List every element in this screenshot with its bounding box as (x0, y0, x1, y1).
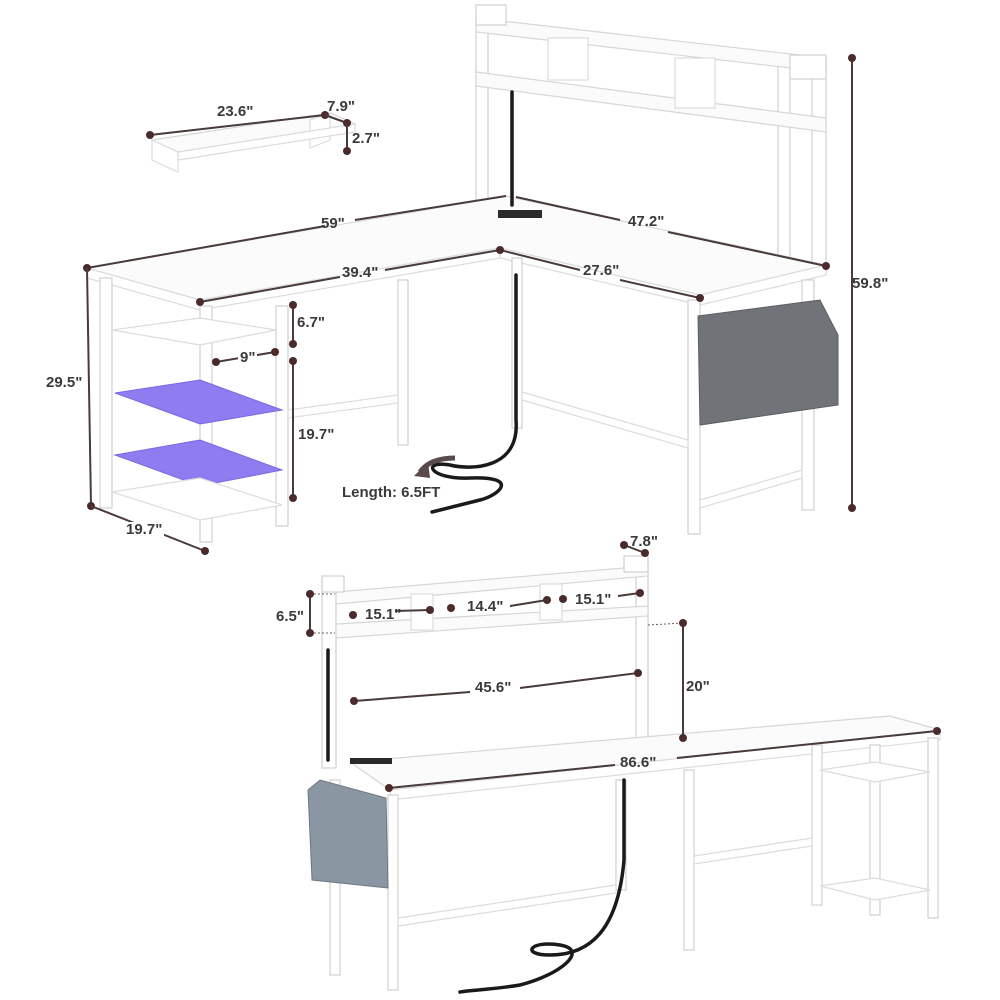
l-desk-power-cord (414, 90, 518, 514)
hutch-clearance-label: 20" (686, 678, 710, 695)
total-length-label: 86.6" (620, 754, 657, 771)
monitor-stand-dimensions (146, 111, 351, 155)
shelf-depth-label: 19.7" (124, 521, 165, 538)
monitor-stand-height-label: 2.7" (352, 130, 380, 147)
straight-desk-hutch (321, 555, 649, 769)
total-height-label: 59.8" (852, 275, 889, 292)
top-shelf-gap-label: 6.7" (297, 314, 325, 331)
shelf-width-label: 9" (238, 349, 258, 366)
compartment-left-label: 15.1" (365, 606, 402, 623)
monitor-stand-length-label: 23.6" (217, 103, 254, 120)
l-desk-top (86, 195, 827, 311)
straight-desk-dimensions (306, 541, 941, 792)
compartment-right-label: 15.1" (575, 591, 612, 608)
hutch-depth-label: 7.8" (630, 533, 658, 550)
shelf-unit-height-label: 19.7" (298, 426, 335, 443)
inner-right-length-label: 27.6" (583, 262, 620, 279)
desk-height-label: 29.5" (46, 374, 83, 391)
inner-left-length-label: 39.4" (342, 264, 379, 281)
straight-desk-storage-bag (307, 779, 389, 889)
straight-desk-power-cord (326, 648, 626, 994)
monitor-stand (149, 112, 358, 173)
compartment-middle-label: 14.4" (467, 598, 504, 615)
hutch-inner-width-label: 45.6" (475, 679, 512, 696)
outer-right-length-label: 47.2" (628, 213, 665, 230)
power-cord-length-label: Length: 6.5FT (342, 484, 441, 501)
monitor-stand-depth-label: 7.9" (327, 98, 355, 115)
l-desk-hutch (475, 4, 827, 271)
l-desk-dimensions (83, 54, 856, 555)
l-desk-storage-bag (697, 299, 839, 426)
hutch-shelf-height-label: 6.5" (276, 608, 304, 625)
outer-left-length-label: 59" (321, 215, 345, 232)
